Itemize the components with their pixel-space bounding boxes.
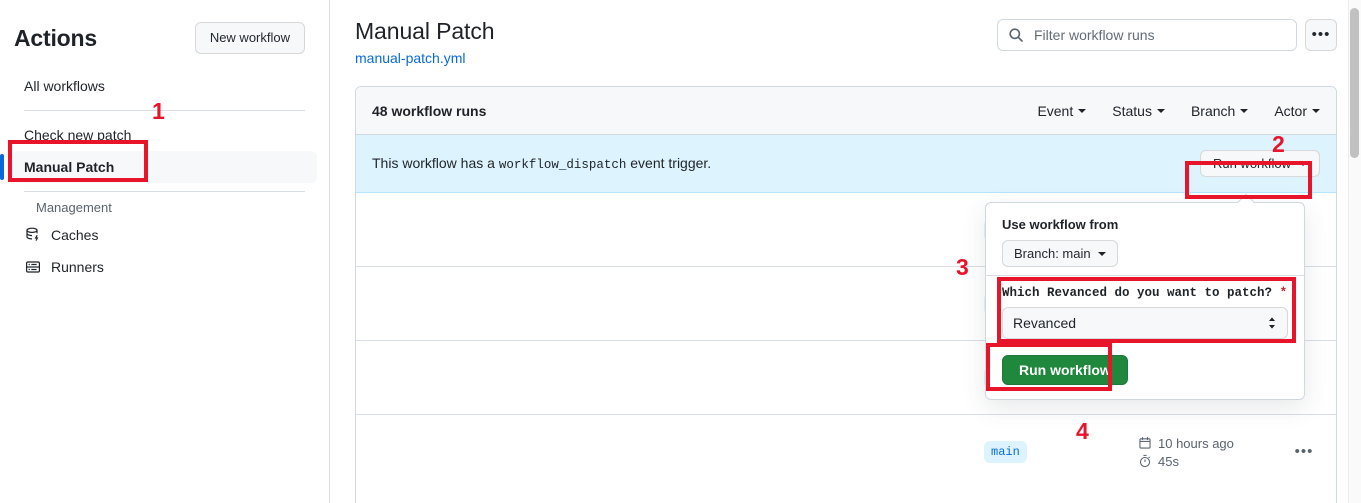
server-icon — [24, 258, 42, 276]
workflow-runs-header: 48 workflow runs Event Status Branch — [356, 87, 1336, 135]
workflow-input-label: Which Revanced do you want to patch? * — [1002, 286, 1288, 300]
page-scrollbar-track[interactable] — [1348, 0, 1361, 503]
chevron-down-icon — [1156, 108, 1165, 113]
workflow-dispatch-banner: This workflow has a workflow_dispatch ev… — [356, 135, 1336, 193]
chevron-down-icon — [1299, 161, 1307, 166]
sidebar-item-label: All workflows — [24, 78, 105, 94]
filter-event-label: Event — [1037, 102, 1074, 119]
chevron-down-icon — [1078, 108, 1087, 113]
sidebar-divider-1 — [24, 110, 305, 111]
workflow-runs-filters: Event Status Branch Actor — [1037, 103, 1320, 119]
branch-badge[interactable]: main — [984, 441, 1027, 463]
run-duration-label: 45s — [1158, 453, 1179, 469]
chevron-down-icon — [1312, 108, 1320, 113]
table-row[interactable]: main 10 hours ago — [356, 415, 1336, 489]
filter-status[interactable]: Status — [1112, 103, 1165, 119]
main-header-actions: ••• — [997, 16, 1337, 51]
main-header-titles: Manual Patch manual-patch.yml — [355, 16, 997, 68]
sidebar-header: Actions New workflow — [0, 0, 329, 54]
sidebar-nav-list: All workflows Check new patch Manual Pat… — [0, 70, 329, 283]
main-content: Manual Patch manual-patch.yml ••• — [331, 0, 1361, 503]
search-input[interactable] — [1032, 26, 1286, 44]
new-workflow-button[interactable]: New workflow — [194, 22, 305, 54]
use-workflow-from-label: Use workflow from — [1002, 217, 1119, 232]
dispatch-event-code: workflow_dispatch — [498, 158, 627, 172]
actions-sidebar: Actions New workflow All workflows Check… — [0, 0, 330, 503]
filter-event[interactable]: Event — [1037, 102, 1087, 119]
page-title: Manual Patch — [355, 18, 495, 44]
search-icon — [1008, 27, 1024, 43]
filter-workflow-runs-box[interactable] — [997, 19, 1297, 51]
run-date-label: 10 hours ago — [1158, 435, 1234, 451]
sidebar-item-label: Manual Patch — [24, 159, 115, 175]
dispatch-text-after: event trigger. — [630, 155, 712, 171]
more-options-button[interactable]: ••• — [1305, 19, 1337, 51]
sidebar-item-label: Check new patch — [24, 127, 132, 143]
chevron-down-icon — [1097, 251, 1106, 256]
kebab-icon: ••• — [1311, 26, 1331, 43]
stopwatch-icon — [1139, 454, 1151, 468]
sidebar-item-label: Caches — [51, 227, 99, 243]
run-duration: 45s — [1138, 454, 1288, 469]
workflow-input-label-text: Which Revanced do you want to patch? — [1002, 286, 1273, 300]
chevron-down-icon — [1240, 108, 1249, 113]
sidebar-item-caches[interactable]: Caches — [12, 219, 317, 251]
required-marker: * — [1279, 286, 1288, 300]
popover-divider — [986, 275, 1304, 276]
branch-select-label: Branch: main — [1014, 246, 1091, 261]
sidebar-divider-2 — [24, 191, 305, 192]
run-date: 10 hours ago — [1138, 436, 1288, 451]
cache-icon — [24, 226, 42, 244]
workflow-dispatch-text: This workflow has a workflow_dispatch ev… — [372, 155, 1200, 172]
stepper-icon — [1267, 316, 1277, 330]
popover-footer: Run workflow — [986, 343, 1304, 399]
run-workflow-dropdown-button[interactable]: Run workflow — [1199, 150, 1320, 177]
branch-select-button[interactable]: Branch: main — [1002, 240, 1118, 267]
run-meta-cell: 10 hours ago 45s — [1138, 436, 1288, 469]
filter-actor-label: Actor — [1274, 102, 1307, 119]
use-workflow-from-section: Use workflow from Branch: main — [986, 203, 1304, 275]
sidebar-item-runners[interactable]: Runners — [12, 251, 317, 283]
workflow-file-link[interactable]: manual-patch.yml — [355, 50, 466, 66]
dispatch-text-before: This workflow has a — [372, 155, 495, 171]
filter-status-label: Status — [1112, 102, 1152, 119]
sidebar-item-check-new-patch[interactable]: Check new patch — [12, 119, 317, 151]
page-scrollbar-thumb[interactable] — [1350, 8, 1359, 158]
sidebar-item-manual-patch[interactable]: Manual Patch — [0, 151, 317, 183]
calendar-icon — [1139, 437, 1151, 449]
sidebar-group-management: Management — [36, 200, 112, 215]
revanced-select[interactable]: Revanced — [1002, 307, 1288, 339]
row-more-options-icon[interactable]: ••• — [1288, 444, 1320, 459]
run-branch-cell: main — [970, 441, 1138, 463]
revanced-select-value: Revanced — [1013, 315, 1077, 331]
main-header: Manual Patch manual-patch.yml ••• — [331, 0, 1361, 68]
run-workflow-dropdown-label: Run workflow — [1212, 156, 1291, 171]
filter-branch[interactable]: Branch — [1190, 102, 1249, 119]
filter-actor[interactable]: Actor — [1274, 103, 1320, 119]
sidebar-item-all-workflows[interactable]: All workflows — [12, 70, 317, 102]
workflow-input-field: Which Revanced do you want to patch? * R… — [986, 276, 1304, 343]
filter-branch-label: Branch — [1190, 102, 1236, 119]
kebab-icon: ••• — [1294, 443, 1314, 460]
sidebar-item-label: Runners — [51, 259, 104, 275]
sidebar-title: Actions — [14, 24, 97, 51]
submit-run-workflow-button[interactable]: Run workflow — [1002, 355, 1128, 385]
workflow-runs-count: 48 workflow runs — [372, 102, 487, 119]
run-workflow-popover: Use workflow from Branch: main Which Rev… — [985, 193, 1305, 400]
